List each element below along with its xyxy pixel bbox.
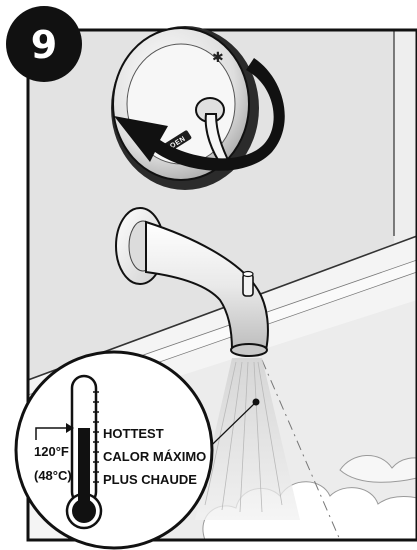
temperature-celsius: (48°C) xyxy=(34,468,72,483)
step-number-badge: 9 xyxy=(6,6,82,82)
temperature-fahrenheit: 120°F xyxy=(34,444,69,459)
label-hottest-fr: PLUS CHAUDE xyxy=(103,472,197,487)
hot-indicator-icon: ✱ xyxy=(212,49,224,65)
label-hottest-es: CALOR MÁXIMO xyxy=(103,449,206,464)
thermometer-mercury xyxy=(78,428,90,512)
step-number: 9 xyxy=(31,23,57,67)
label-hottest-en: HOTTEST xyxy=(103,426,164,441)
